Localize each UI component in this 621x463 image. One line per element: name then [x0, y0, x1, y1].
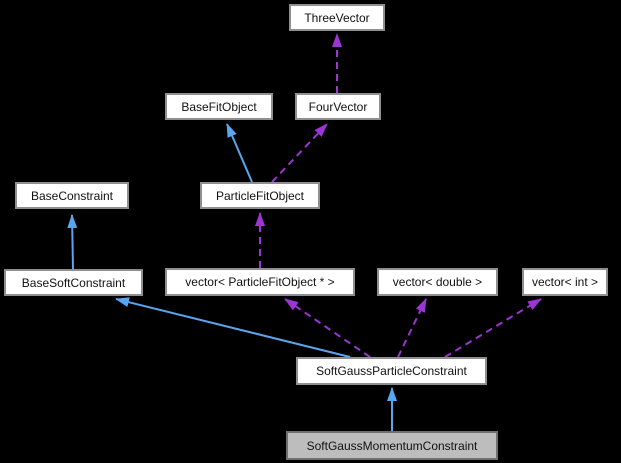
- edge-particlefitobject-to-fourvector: [271, 123, 328, 183]
- edge-basesoftconstraint-to-baseconstraint: [67, 214, 78, 270]
- node-softgaussmomentumconstraint: SoftGaussMomentumConstraint: [286, 431, 498, 460]
- node-basefitobject[interactable]: BaseFitObject: [165, 93, 273, 120]
- edge-particlefitobject-to-basefitobject: [226, 123, 253, 183]
- node-vector-double[interactable]: vector< double >: [377, 268, 498, 296]
- node-vector-int[interactable]: vector< int >: [522, 268, 608, 296]
- node-vector-particlefitobject[interactable]: vector< ParticleFitObject * >: [165, 268, 355, 296]
- edge-softgaussparticleconstraint-to-vector_int: [444, 298, 542, 358]
- node-basesoftconstraint[interactable]: BaseSoftConstraint: [4, 269, 143, 296]
- edge-softgaussparticleconstraint-to-vector_particlefitobject: [284, 298, 371, 358]
- node-fourvector[interactable]: FourVector: [295, 93, 381, 120]
- node-baseconstraint[interactable]: BaseConstraint: [15, 182, 129, 209]
- node-softgaussparticleconstraint[interactable]: SoftGaussParticleConstraint: [296, 357, 487, 385]
- edge-softgaussparticleconstraint-to-vector_double: [397, 298, 427, 358]
- node-threevector[interactable]: ThreeVector: [289, 4, 385, 31]
- edge-softgaussparticleconstraint-to-basesoftconstraint: [115, 297, 351, 358]
- node-particlefitobject[interactable]: ParticleFitObject: [200, 182, 320, 209]
